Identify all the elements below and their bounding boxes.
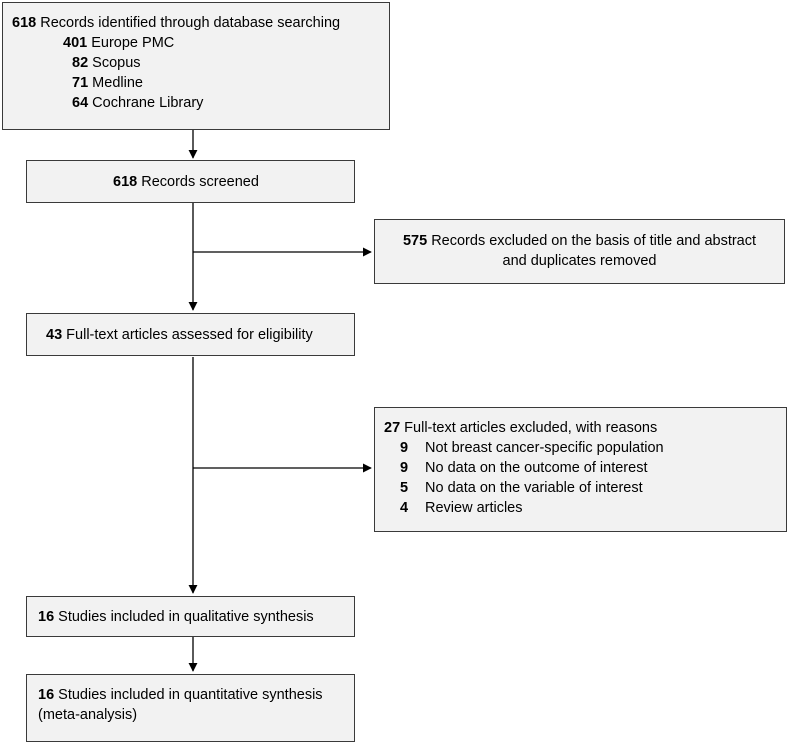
reason-label: No data on the outcome of interest	[425, 460, 648, 476]
title-exclusion-line2: and duplicates removed	[502, 253, 657, 269]
source-count: 71	[72, 75, 89, 91]
identified-count: 618	[12, 15, 37, 31]
source-item: 64 Cochrane Library	[12, 93, 389, 113]
source-count: 401	[63, 35, 88, 51]
quantitative-line1: Studies included in quantitative synthes…	[58, 687, 323, 703]
fulltext-exclusion-box: 27 Full-text articles excluded, with rea…	[374, 407, 787, 532]
qualitative-count: 16	[38, 609, 55, 625]
reason-item: 4 Review articles	[384, 498, 786, 518]
reason-count: 5	[400, 480, 409, 496]
quantitative-count: 16	[38, 687, 55, 703]
fulltext-count: 43	[46, 327, 63, 343]
reason-count: 9	[400, 460, 409, 476]
source-item: 71 Medline	[12, 73, 389, 93]
reason-label: No data on the variable of interest	[425, 480, 643, 496]
screened-box: 618 Records screened	[26, 160, 355, 203]
reason-item: 5 No data on the variable of interest	[384, 478, 786, 498]
identified-label: Records identified through database sear…	[40, 15, 341, 31]
title-exclusion-box: 575 Records excluded on the basis of tit…	[374, 219, 785, 284]
source-count: 64	[72, 95, 89, 111]
fulltext-box: 43 Full-text articles assessed for eligi…	[26, 313, 355, 356]
reason-label: Review articles	[425, 500, 523, 516]
quantitative-box: 16 Studies included in quantitative synt…	[26, 674, 355, 742]
title-exclusion-count: 575	[402, 233, 428, 249]
fulltext-exclusion-label: Full-text articles excluded, with reason…	[404, 420, 658, 436]
reason-item: 9 Not breast cancer-specific population	[384, 438, 786, 458]
screened-label: Records screened	[141, 174, 259, 190]
title-exclusion-line1: Records excluded on the basis of title a…	[431, 233, 757, 249]
reason-count: 4	[400, 500, 409, 516]
source-label: Medline	[92, 75, 143, 91]
reason-item: 9 No data on the outcome of interest	[384, 458, 786, 478]
fulltext-exclusion-count: 27	[384, 420, 401, 436]
qualitative-label: Studies included in qualitative synthesi…	[58, 609, 314, 625]
screened-count: 618	[113, 174, 138, 190]
source-label: Cochrane Library	[92, 95, 204, 111]
source-item: 401 Europe PMC	[12, 33, 389, 53]
qualitative-box: 16 Studies included in qualitative synth…	[26, 596, 355, 637]
source-item: 82 Scopus	[12, 53, 389, 73]
source-label: Scopus	[92, 55, 141, 71]
source-count: 82	[72, 55, 89, 71]
identified-box: 618 Records identified through database …	[2, 2, 390, 130]
identified-heading: 618 Records identified through database …	[12, 13, 389, 33]
fulltext-label: Full-text articles assessed for eligibil…	[66, 327, 313, 343]
reason-label: Not breast cancer-specific population	[425, 440, 664, 456]
fulltext-exclusion-heading: 27 Full-text articles excluded, with rea…	[384, 418, 786, 438]
reason-count: 9	[400, 440, 409, 456]
quantitative-line2: (meta-analysis)	[38, 707, 138, 723]
source-label: Europe PMC	[91, 35, 175, 51]
